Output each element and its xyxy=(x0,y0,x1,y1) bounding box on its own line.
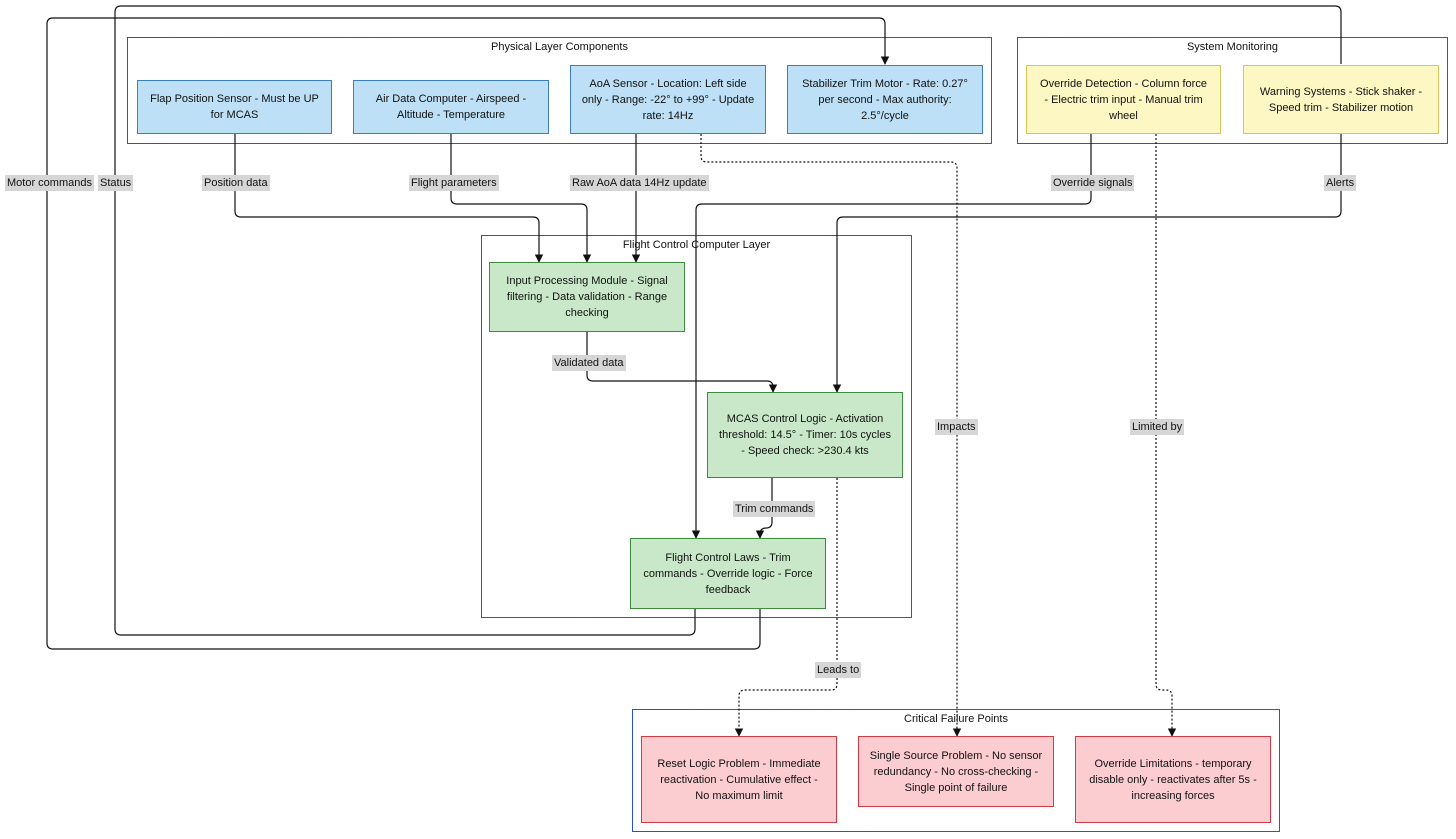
edge-limited-by xyxy=(1155,134,1177,737)
edge-label-status: Status xyxy=(98,175,134,191)
edge-alerts xyxy=(832,134,1342,393)
group-system-monitoring-title: System Monitoring xyxy=(1186,41,1279,53)
node-input-processing-module[interactable]: Input Processing Module - Signal filteri… xyxy=(489,262,685,332)
edge-label-impacts: Impacts xyxy=(935,419,978,435)
node-flight-control-laws[interactable]: Flight Control Laws - Trim commands - Ov… xyxy=(630,538,826,609)
edge-label-alerts: Alerts xyxy=(1324,175,1357,191)
edge-position-data xyxy=(234,134,544,263)
node-override-limitations[interactable]: Override Limitations - temporary disable… xyxy=(1075,736,1271,823)
edge-impacts xyxy=(700,134,962,737)
node-override-detection[interactable]: Override Detection - Column force - Elec… xyxy=(1026,65,1221,134)
node-reset-logic-problem[interactable]: Reset Logic Problem - Immediate reactiva… xyxy=(641,736,837,823)
group-critical-failure-points-title: Critical Failure Points xyxy=(904,713,1008,725)
edge-trim-commands xyxy=(755,478,773,539)
edge-motor-commands xyxy=(46,17,890,650)
edge-status xyxy=(114,5,1342,636)
node-stabilizer-trim-motor[interactable]: Stabilizer Trim Motor - Rate: 0.27° per … xyxy=(787,65,983,134)
node-aoa-sensor[interactable]: AoA Sensor - Location: Left side only - … xyxy=(570,65,766,134)
edge-label-override-signals: Override signals xyxy=(1051,175,1135,191)
edge-label-limited-by: Limited by xyxy=(1130,419,1185,435)
node-mcas-control-logic[interactable]: MCAS Control Logic - Activation threshol… xyxy=(707,392,903,478)
node-single-source-problem[interactable]: Single Source Problem - No sensor redund… xyxy=(858,736,1054,807)
group-physical-layer-title: Physical Layer Components xyxy=(491,41,628,53)
edge-label-raw-aoa: Raw AoA data 14Hz update xyxy=(570,175,709,191)
edge-label-flight-parameters: Flight parameters xyxy=(409,175,499,191)
node-flap-position-sensor[interactable]: Flap Position Sensor - Must be UP for MC… xyxy=(137,80,332,134)
edge-label-trim-commands: Trim commands xyxy=(733,501,816,517)
edge-validated-data xyxy=(586,332,778,393)
edge-label-motor-commands: Motor commands xyxy=(5,175,94,191)
edge-label-position-data: Position data xyxy=(202,175,270,191)
edge-label-leads-to: Leads to xyxy=(815,662,862,678)
edge-override-signals xyxy=(691,134,1092,539)
edge-leads-to xyxy=(734,478,838,737)
node-air-data-computer[interactable]: Air Data Computer - Airspeed - Altitude … xyxy=(353,80,549,134)
edge-flight-parameters xyxy=(450,134,592,263)
edge-label-validated-data: Validated data xyxy=(552,355,626,371)
node-warning-systems[interactable]: Warning Systems - Stick shaker - Speed t… xyxy=(1243,65,1439,134)
